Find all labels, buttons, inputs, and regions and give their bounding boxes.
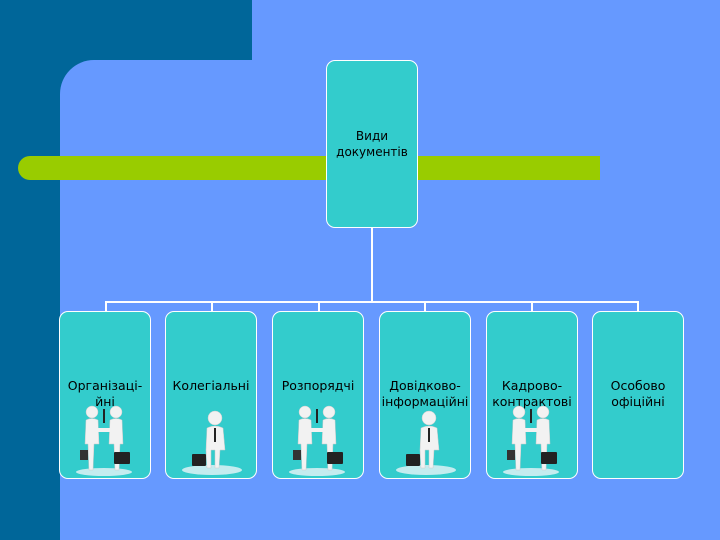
child-node-label: Особово офіційні <box>610 378 666 409</box>
child-node-organizational: Організаці- йні <box>59 311 151 479</box>
child-connector-1 <box>105 301 107 311</box>
child-node-label: Колегіальні <box>172 378 250 393</box>
child-connector-4 <box>424 301 426 311</box>
handshake-figures-icon <box>76 405 132 476</box>
child-connector-3 <box>318 301 320 311</box>
businessman-briefcase-icon <box>396 410 456 475</box>
child-node-collegial: Колегіальні <box>165 311 257 479</box>
child-node-label: Розпорядчі <box>281 378 355 393</box>
child-node-personnel-contract: Кадрово- контрактові <box>486 311 578 479</box>
root-node-label: Види документів <box>336 129 408 159</box>
child-node-label: Довідково- інформаційні <box>381 378 469 409</box>
root-node: Види документів <box>326 60 418 228</box>
root-connector <box>371 228 373 302</box>
child-node-reference-information: Довідково- інформаційні <box>379 311 471 479</box>
handshake-figures-icon <box>289 405 345 476</box>
businessman-briefcase-icon <box>182 410 242 475</box>
child-node-label: Організаці- йні <box>67 378 143 409</box>
child-connector-6 <box>637 301 639 311</box>
child-node-personal-official: Особово офіційні <box>592 311 684 479</box>
main-background-top <box>252 0 720 60</box>
accent-bar <box>18 156 600 180</box>
child-node-label: Кадрово- контрактові <box>492 378 572 409</box>
child-connector-5 <box>531 301 533 311</box>
child-connector-2 <box>211 301 213 311</box>
child-node-administrative: Розпорядчі <box>272 311 364 479</box>
handshake-figures-icon <box>503 405 559 476</box>
horizontal-connector <box>105 301 639 303</box>
